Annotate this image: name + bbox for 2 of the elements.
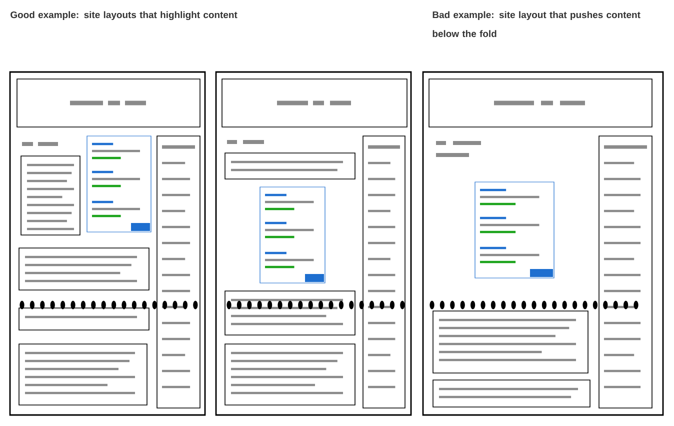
heading: Bad example: site layout that pushes content below the fold [432,11,640,38]
heading: Good example: site layouts that highlight content [10,11,238,20]
